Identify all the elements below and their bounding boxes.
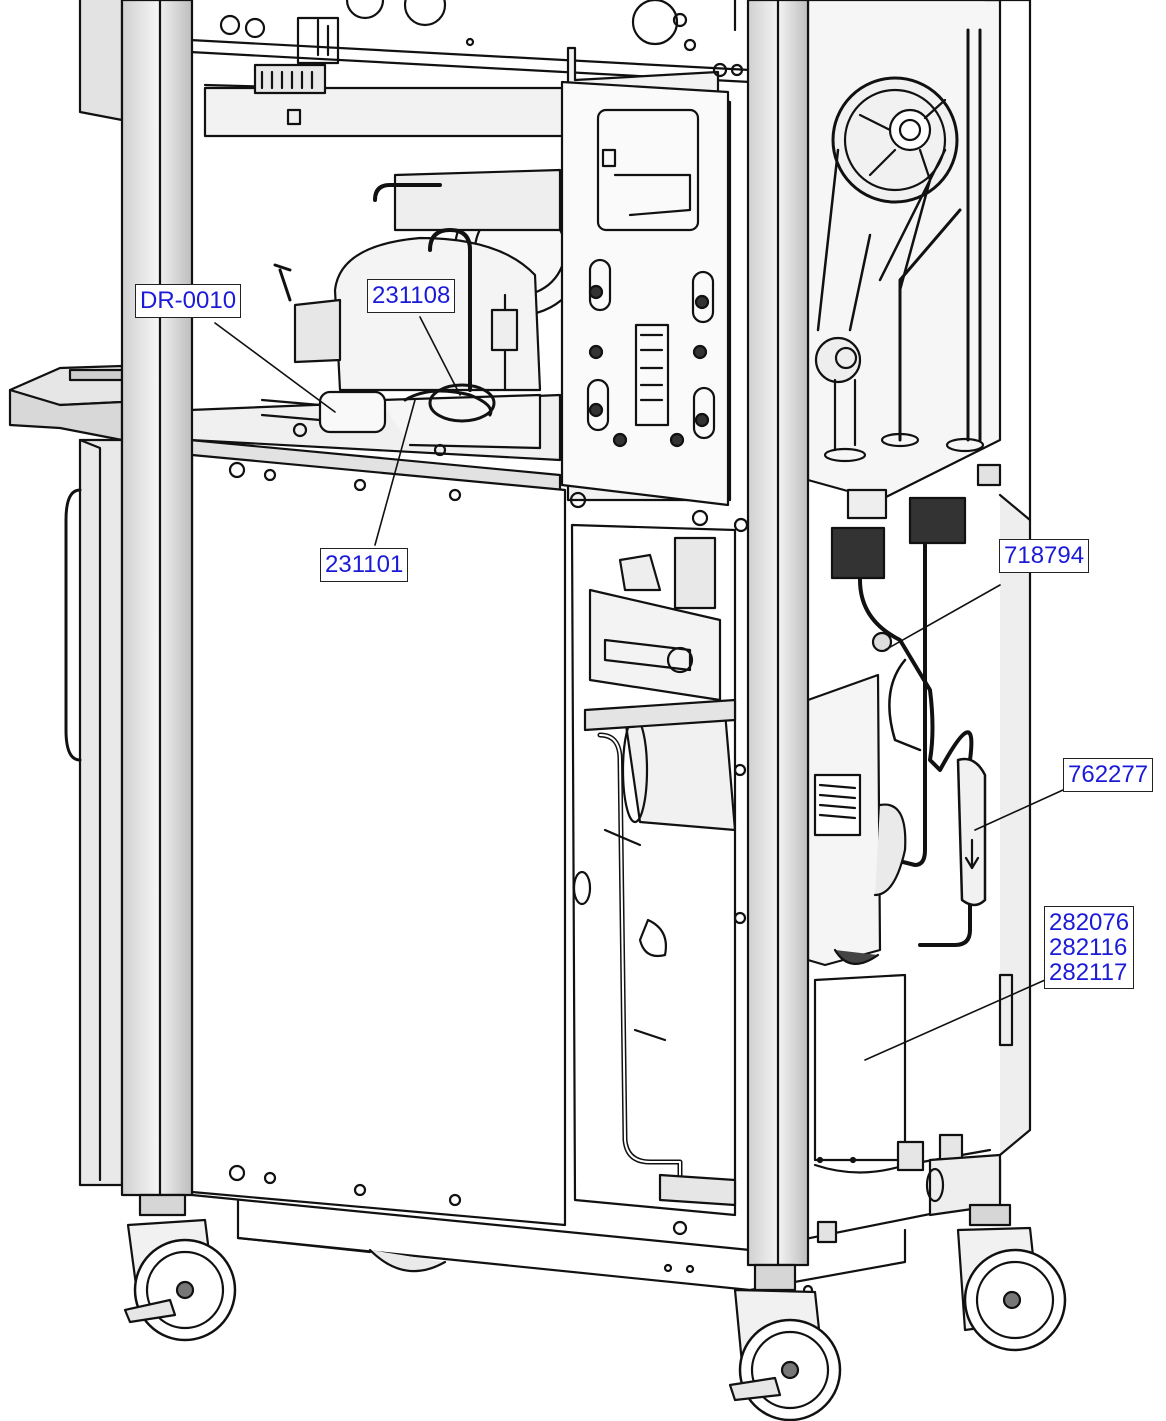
leader-231101: [374, 399, 416, 546]
callout-231108[interactable]: 231108: [367, 279, 456, 313]
callout-231101[interactable]: 231101: [320, 548, 409, 582]
callout-762277[interactable]: 762277: [1063, 758, 1154, 792]
callout-282076: 282076: [1049, 909, 1130, 936]
callout-dr0010[interactable]: DR-0010: [135, 284, 242, 318]
callout-282076-group[interactable]: 282076 282116 282117: [1044, 906, 1135, 989]
side-shelf: [8, 0, 124, 1187]
leader-lines: [214, 316, 1064, 1061]
right-compartment: [802, 0, 1032, 1296]
leader-762277: [974, 789, 1064, 831]
callout-282116: 282116: [1049, 934, 1128, 961]
compressor-deck: [188, 168, 587, 512]
caster-right: [956, 1203, 1067, 1352]
top-frame: [188, 0, 752, 138]
control-plate: [560, 12, 744, 527]
leader-dr0010: [214, 322, 336, 413]
callout-718794[interactable]: 718794: [999, 539, 1090, 573]
callout-282117: 282117: [1049, 959, 1128, 986]
leader-718794: [884, 584, 1001, 651]
caster-center: [728, 1263, 842, 1421]
motor-compartment: [570, 523, 737, 1236]
leader-282076: [864, 979, 1046, 1061]
caster-left: [123, 1193, 237, 1342]
leader-231108: [419, 316, 461, 396]
casters: [123, 1193, 1067, 1421]
